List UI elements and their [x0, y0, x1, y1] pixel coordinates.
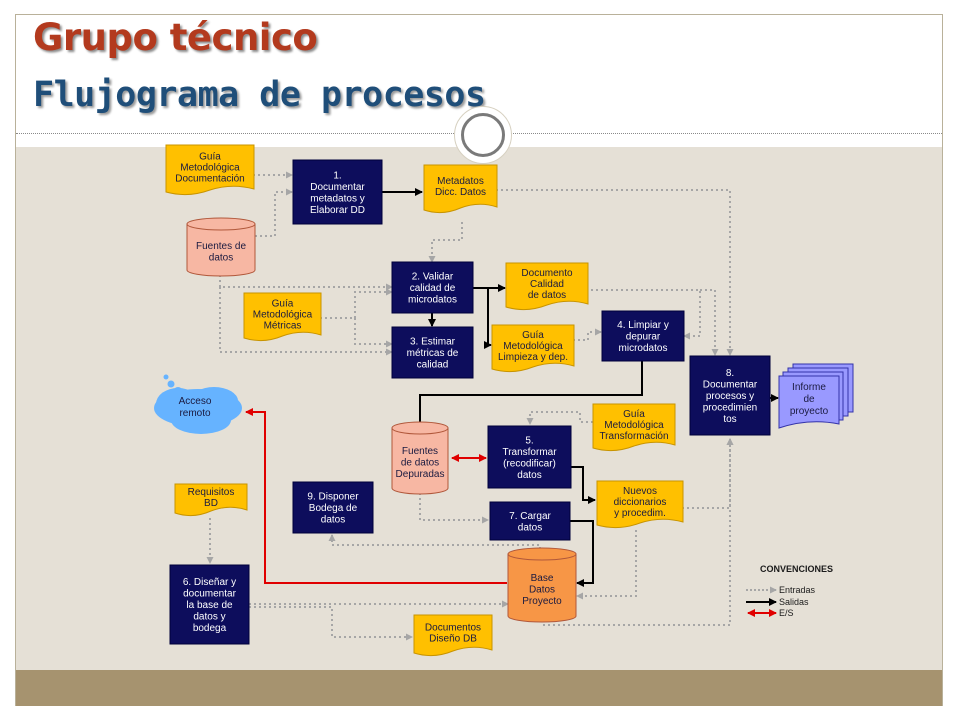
es-basedatos-acceso [245, 408, 507, 584]
entrada-metadatos-to-p2 [428, 222, 463, 263]
entrada-fuentes-to-p1 [255, 188, 293, 237]
title-circle-ornament [454, 106, 512, 164]
entrada-metricas-to-p2 [320, 288, 393, 319]
salida-p7-to-basedatos [570, 520, 594, 587]
legend-convenciones: CONVENCIONES Entradas Salidas E/S [746, 564, 833, 618]
entrada-limpieza-to-p4 [573, 328, 602, 341]
entrada-fuentes-to-p3 [219, 287, 393, 356]
entrada-nuevos-to-basedatos [576, 530, 637, 600]
salida-p4-to-fuentesdep [416, 361, 643, 430]
entrada-p6-to-docsdiseno [249, 606, 413, 641]
salida-p2-to-limpieza [484, 288, 492, 349]
entrada-metricas-to-p3 [320, 317, 393, 348]
salida-p5-to-nuevos [571, 466, 596, 504]
legend-title-text: CONVENCIONES [760, 564, 833, 574]
slide-title: Grupo técnico [33, 16, 318, 59]
process-p5: 5.Transformar(recodificar)datos [487, 425, 572, 489]
entrada-calidad-to-p8 [700, 289, 719, 356]
footer-band [16, 670, 942, 706]
slide-subtitle: Flujograma de procesos [33, 75, 486, 115]
process-p5-label: 5.Transformar(recodificar)datos [502, 435, 557, 481]
entrada-nuevos-to-p8 [682, 438, 734, 509]
entrada-calidad-to-p4 [586, 289, 701, 340]
entrada-basedatos-to-p9 [328, 534, 541, 554]
legend-entradas-text: Entradas [779, 585, 816, 595]
entrada-fuentesdep-to-p7 [419, 488, 489, 524]
legend-salidas-text: Salidas [779, 597, 809, 607]
entrada-guia-transf-to-p5 [526, 411, 593, 425]
legend-es-text: E/S [779, 608, 794, 618]
